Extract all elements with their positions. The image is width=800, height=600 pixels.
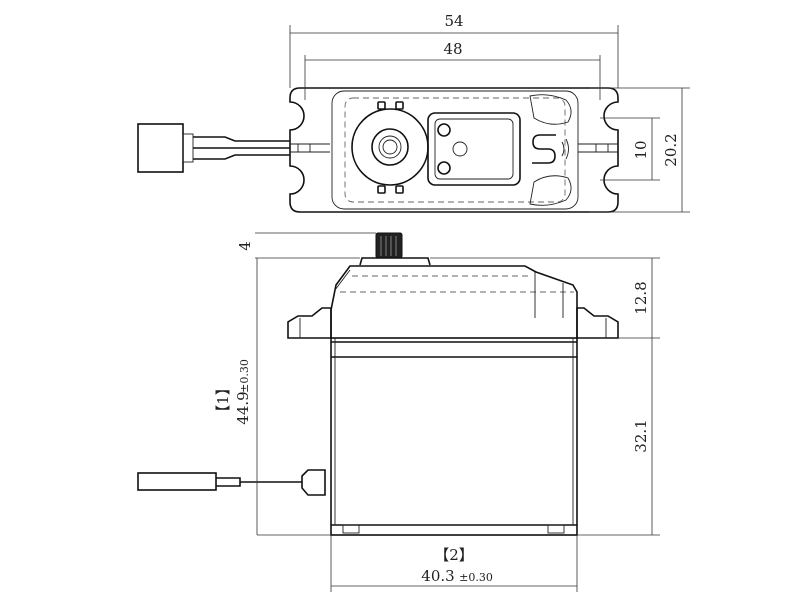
wire-side (216, 477, 302, 487)
connector-top (137, 123, 184, 173)
case-seams (331, 341, 577, 526)
ref-1: 【1】 (214, 380, 232, 420)
connector-neck (182, 133, 194, 163)
gear-boss (359, 257, 431, 266)
dim-32-1: 32.1 (632, 419, 650, 452)
dim-48: 48 (443, 40, 462, 58)
tab (377, 185, 386, 194)
tab (395, 185, 404, 194)
cover-plate (427, 112, 521, 186)
grommet-left (297, 143, 311, 153)
ref-2: 【2】 (434, 546, 474, 564)
height-tolerance: ±0.30 (238, 359, 251, 393)
screw (437, 161, 451, 175)
flange-holes (299, 318, 607, 338)
dim-44-9: 【1】 44.9 ±0.30 (214, 359, 252, 425)
flange-left (287, 307, 332, 339)
screw (452, 141, 468, 157)
wire-top (193, 136, 290, 160)
top-view: 54 48 20.2 10 (137, 12, 690, 213)
height-dimension-lines (590, 87, 690, 213)
dim-54: 54 (444, 12, 463, 30)
width-tolerance: ±0.30 (459, 571, 493, 584)
case-body (330, 337, 578, 536)
flange-right (576, 307, 619, 339)
grommet-right (595, 143, 609, 153)
output-spline-side (375, 232, 403, 259)
bump-bottom (529, 175, 572, 206)
spline-teeth (380, 236, 397, 256)
dim-40-3: 40.3 (421, 567, 454, 585)
side-view: 4 【1】 44.9 ±0.30 12.8 32.1 【2】 40.3 ±0.3… (137, 232, 660, 592)
bottom-dimension-lines (330, 535, 578, 592)
right-dimension-lines (430, 257, 660, 536)
case-sides (334, 338, 574, 525)
shaft-center (382, 139, 398, 155)
tab (395, 101, 404, 110)
logo-s-icon (532, 134, 556, 164)
dim-20-2: 20.2 (662, 133, 680, 166)
width-dimension-lines (289, 25, 619, 100)
foot (342, 524, 360, 534)
dim-4: 4 (236, 241, 254, 251)
case-hidden-line (344, 97, 566, 203)
dim-12-8: 12.8 (632, 281, 650, 314)
cover-inner (434, 118, 514, 180)
case-edges (334, 269, 564, 318)
tab (377, 101, 386, 110)
gear-housing (351, 108, 429, 186)
left-dimension-lines (255, 232, 376, 536)
wire-grommet (301, 469, 326, 496)
connector-side (137, 472, 217, 491)
case-outline (331, 90, 579, 210)
screw (437, 123, 451, 137)
output-spline (371, 128, 409, 166)
logo-waves-icon (561, 138, 569, 160)
case-top (330, 265, 578, 338)
output-shaft (378, 135, 402, 159)
bump-top (529, 94, 572, 125)
height-value: 44.9 (234, 391, 252, 424)
foot (547, 524, 565, 534)
dim-10: 10 (632, 140, 650, 159)
hidden-lines (340, 275, 574, 293)
